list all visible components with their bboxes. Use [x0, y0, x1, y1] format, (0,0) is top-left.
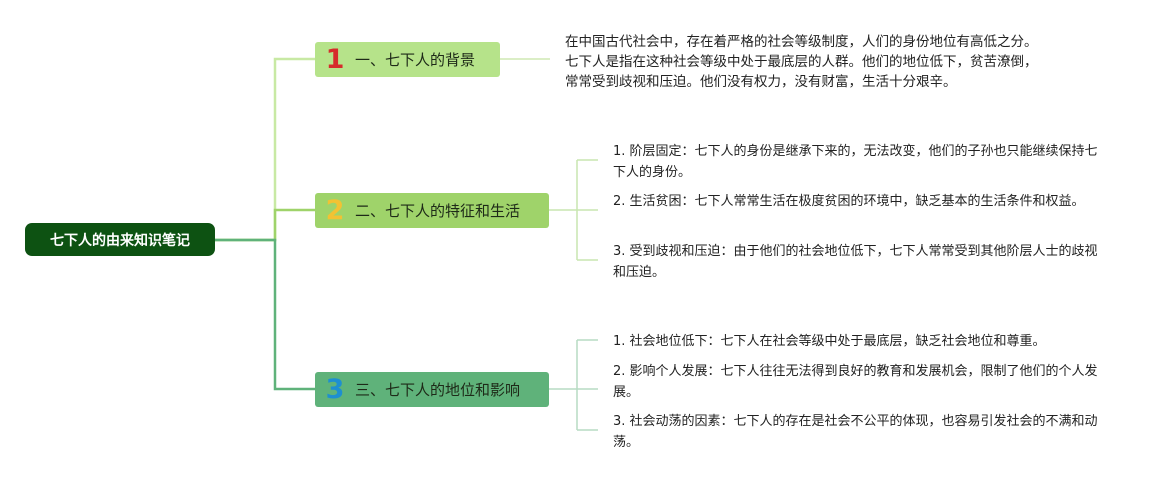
paragraph-line: 七下人是指在这种社会等级中处于最底层的人群。他们的地位低下，贫苦潦倒， [565, 54, 1038, 70]
leaf-discrimination[interactable]: 3. 受到歧视和压迫：由于他们的社会地位低下，七下人常常受到其他阶层人士的歧视和… [613, 244, 1098, 280]
connector-root-b2 [215, 208, 315, 242]
leaf-low-status[interactable]: 1. 社会地位低下：七下人在社会等级中处于最底层，缺乏社会地位和尊重。 [613, 334, 1046, 349]
background-paragraph[interactable]: 在中国古代社会中，存在着严格的社会等级制度，人们的身份地位有高低之分。 七下人是… [565, 32, 1085, 92]
leaf-personal-development[interactable]: 2. 影响个人发展：七下人往往无法得到良好的教育和发展机会，限制了他们的个人发展… [613, 364, 1098, 400]
connector-b2-leaves [549, 159, 598, 261]
branch-label: 三、七下人的地位和影响 [355, 381, 521, 399]
connector-b3-leaves [549, 339, 598, 431]
paragraph-line: 在中国古代社会中，存在着严格的社会等级制度，人们的身份地位有高低之分。 [565, 34, 1038, 50]
leaf-social-unrest[interactable]: 3. 社会动荡的因素：七下人的存在是社会不公平的体现，也容易引发社会的不满和动荡… [613, 414, 1098, 450]
root-topic-label: 七下人的由来知识笔记 [50, 232, 190, 249]
leaf-fixed-class[interactable]: 1. 阶层固定：七下人的身份是继承下来的，无法改变，他们的子孙也只能继续保持七下… [613, 144, 1098, 180]
branch-status-impact[interactable]: 3 三、七下人的地位和影响 [315, 372, 549, 407]
branch-background[interactable]: 1 一、七下人的背景 [315, 42, 500, 77]
number-two-icon: 2 [325, 195, 345, 226]
paragraph-line: 常常受到歧视和压迫。他们没有权力，没有财富，生活十分艰辛。 [565, 74, 957, 90]
branch-label: 二、七下人的特征和生活 [355, 202, 521, 220]
leaf-poverty[interactable]: 2. 生活贫困：七下人常常生活在极度贫困的环境中，缺乏基本的生活条件和权益。 [613, 194, 1085, 209]
branch-characteristics[interactable]: 2 二、七下人的特征和生活 [315, 193, 549, 228]
number-three-icon: 3 [325, 374, 345, 405]
number-one-icon: 1 [325, 44, 345, 75]
branch-label: 一、七下人的背景 [355, 51, 476, 69]
connector-root-b1 [215, 57, 315, 242]
connector-root-b3 [215, 238, 315, 391]
root-topic[interactable]: 七下人的由来知识笔记 [25, 223, 215, 256]
